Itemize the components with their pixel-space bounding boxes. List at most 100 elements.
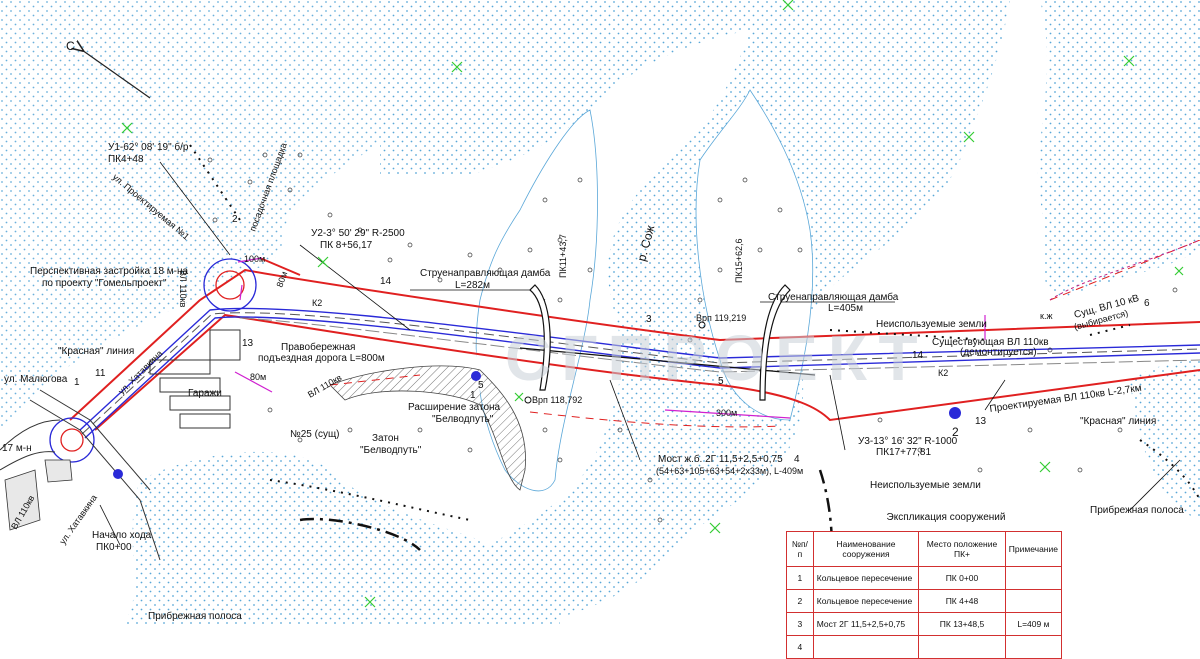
legend-cell: ПК 0+00	[918, 566, 1006, 590]
road-row-lines	[69, 257, 1200, 431]
label-n13b: 13	[975, 416, 987, 427]
label-garazhi: Гаражи	[188, 388, 222, 399]
power-line-10kv	[1049, 239, 1200, 301]
label-vrp2: Врп 119,219	[696, 313, 746, 323]
label-n2: 2	[232, 214, 238, 225]
water-right-low	[1130, 360, 1200, 520]
label-k2: К2	[312, 298, 322, 308]
label-n3: 3	[646, 314, 652, 325]
guide-dams	[529, 284, 791, 401]
label-n1: 1	[74, 377, 80, 388]
label-u2-pk: ПК 8+56,17	[320, 240, 373, 251]
north-arrow	[82, 50, 151, 99]
legend-cell: Кольцевое пересечение	[812, 566, 920, 590]
label-neisp1: Неиспользуемые земли	[876, 319, 987, 330]
label-pk15: ПК15+62,6	[734, 239, 744, 284]
left-blocks	[4, 459, 73, 531]
water-river	[300, 0, 1010, 626]
ring-intersection-1	[49, 417, 95, 463]
legend-cell: L=409 м	[1004, 612, 1063, 636]
legend-header-cell: Место положение ПК+	[918, 531, 1006, 567]
label-n5: 5	[718, 376, 724, 387]
legend-row: 3 Мост 2Г 11,5+2,5+0,75 ПК 13+48,5 L=409…	[786, 612, 1063, 636]
label-m100: 100м	[244, 254, 265, 264]
legend-cell: Мост 2Г 11,5+2,5+0,75	[812, 612, 920, 636]
legend-cell: 4	[786, 635, 814, 659]
legend-cell: 3	[786, 612, 814, 636]
label-m300: 300м	[716, 408, 737, 418]
vegetation-dots	[207, 152, 1178, 523]
label-start: Начало хода	[92, 530, 152, 541]
legend-header-cell: №п/п	[786, 531, 814, 567]
label-n13: 13	[242, 338, 254, 349]
north-arrow-label: С	[66, 39, 75, 53]
label-sush-vl: Существующая ВЛ 110кв	[932, 337, 1049, 348]
legend-cell	[918, 635, 1006, 659]
label-u2: У2-3° 50' 29" R-2500	[311, 228, 405, 239]
label-k2b: К2	[938, 368, 948, 378]
label-pravober2: подъездная дорога L=800м	[258, 353, 385, 364]
legend-row: 2 Кольцевое пересечение ПК 4+48	[786, 589, 1063, 613]
island-sand-1	[475, 109, 598, 492]
legend-cell: ПК 13+48,5	[918, 612, 1006, 636]
legend-cell	[1004, 635, 1063, 659]
label-u3: У3-13° 16' 32" R-1000	[858, 436, 958, 447]
label-damba2-l: L=405м	[828, 303, 863, 314]
dimension-lines	[234, 257, 986, 419]
label-pribr-right: Прибрежная полоса	[1090, 504, 1184, 516]
label-zaton2: "Белводпуть"	[360, 445, 422, 456]
label-damba1-l: L=282м	[455, 280, 490, 291]
label-n6: 6	[1144, 298, 1150, 309]
label-start-pk: ПК0+00	[96, 542, 132, 553]
legend-row: 4	[786, 635, 1063, 659]
survey-markers	[113, 321, 961, 479]
label-pribr-left: Прибрежная полоса	[148, 610, 242, 622]
label-n5b: 5	[478, 380, 484, 391]
label-malyugova: ул. Малюгова	[4, 374, 68, 385]
zaton-embankment	[329, 365, 526, 491]
red-dashed-lines	[329, 239, 1200, 428]
legend-cell: 1	[786, 566, 814, 590]
garages	[149, 329, 241, 429]
coastal-strip-lines	[189, 144, 1200, 521]
label-krasnaya-right: "Красная" линия	[1080, 416, 1156, 427]
label-vl110-ring: ВЛ 110кв	[178, 270, 188, 308]
legend-row: 1 Кольцевое пересечение ПК 0+00	[786, 566, 1063, 590]
water-right	[1037, 0, 1200, 300]
water-zaton	[120, 451, 560, 626]
map-canvas[interactable]: С СГПРОЕКТ У1-62° 08' 19" б/р ПК4+48 ул.…	[0, 0, 1200, 626]
label-neisp2: Неиспользуемые земли	[870, 480, 981, 491]
label-mark1: 1	[470, 390, 476, 401]
label-damba1: Струенаправляющая дамба	[420, 267, 551, 279]
label-demont: (демонтируется)	[960, 347, 1037, 358]
legend-table: №п/п Наименование сооружения Место полож…	[786, 531, 1063, 659]
tree-symbols	[121, 0, 1184, 608]
label-most: Мост ж.б. 2Г 11,5+2,5+0,75	[658, 453, 783, 465]
legend-header-cell: Примечание	[1004, 531, 1063, 567]
label-most2: (54+63+105+63+54+2х33м), L-409м	[656, 466, 803, 476]
legend-header-row: №п/п Наименование сооружения Место полож…	[786, 531, 1063, 567]
label-rasshir: Расширение затона	[408, 402, 501, 413]
legend-cell	[812, 635, 920, 659]
label-belvod: "Белводпуть"	[432, 414, 494, 425]
watermark: СГПРОЕКТ	[505, 322, 928, 394]
label-mark2: 2	[952, 425, 959, 439]
legend-caption: Экспликация сооружений	[886, 512, 1006, 523]
structures-legend: Экспликация сооружений №п/п Наименование…	[786, 512, 1066, 659]
legend-cell	[1004, 566, 1063, 590]
label-krasnaya-left: "Красная" линия	[58, 346, 134, 357]
label-pk11: ПК11+43,7	[558, 234, 568, 278]
label-n14b: 14	[912, 350, 924, 361]
legend-cell: Кольцевое пересечение	[812, 589, 920, 613]
label-n4: 4	[794, 454, 800, 465]
legend-cell: ПК 4+48	[918, 589, 1006, 613]
label-u3-pk: ПК17+77,81	[876, 447, 931, 458]
water-left-bay	[0, 0, 560, 430]
legend-cell: 2	[786, 589, 814, 613]
ring-intersection-2	[203, 258, 257, 312]
label-m80b: 80м	[250, 372, 266, 382]
label-pravober: Правобережная	[281, 341, 355, 353]
label-u1: У1-62° 08' 19" б/р	[108, 141, 189, 153]
label-persp: Перспективная застройка 18 м-на	[30, 266, 189, 277]
label-m17: 17 м-н	[2, 443, 32, 454]
